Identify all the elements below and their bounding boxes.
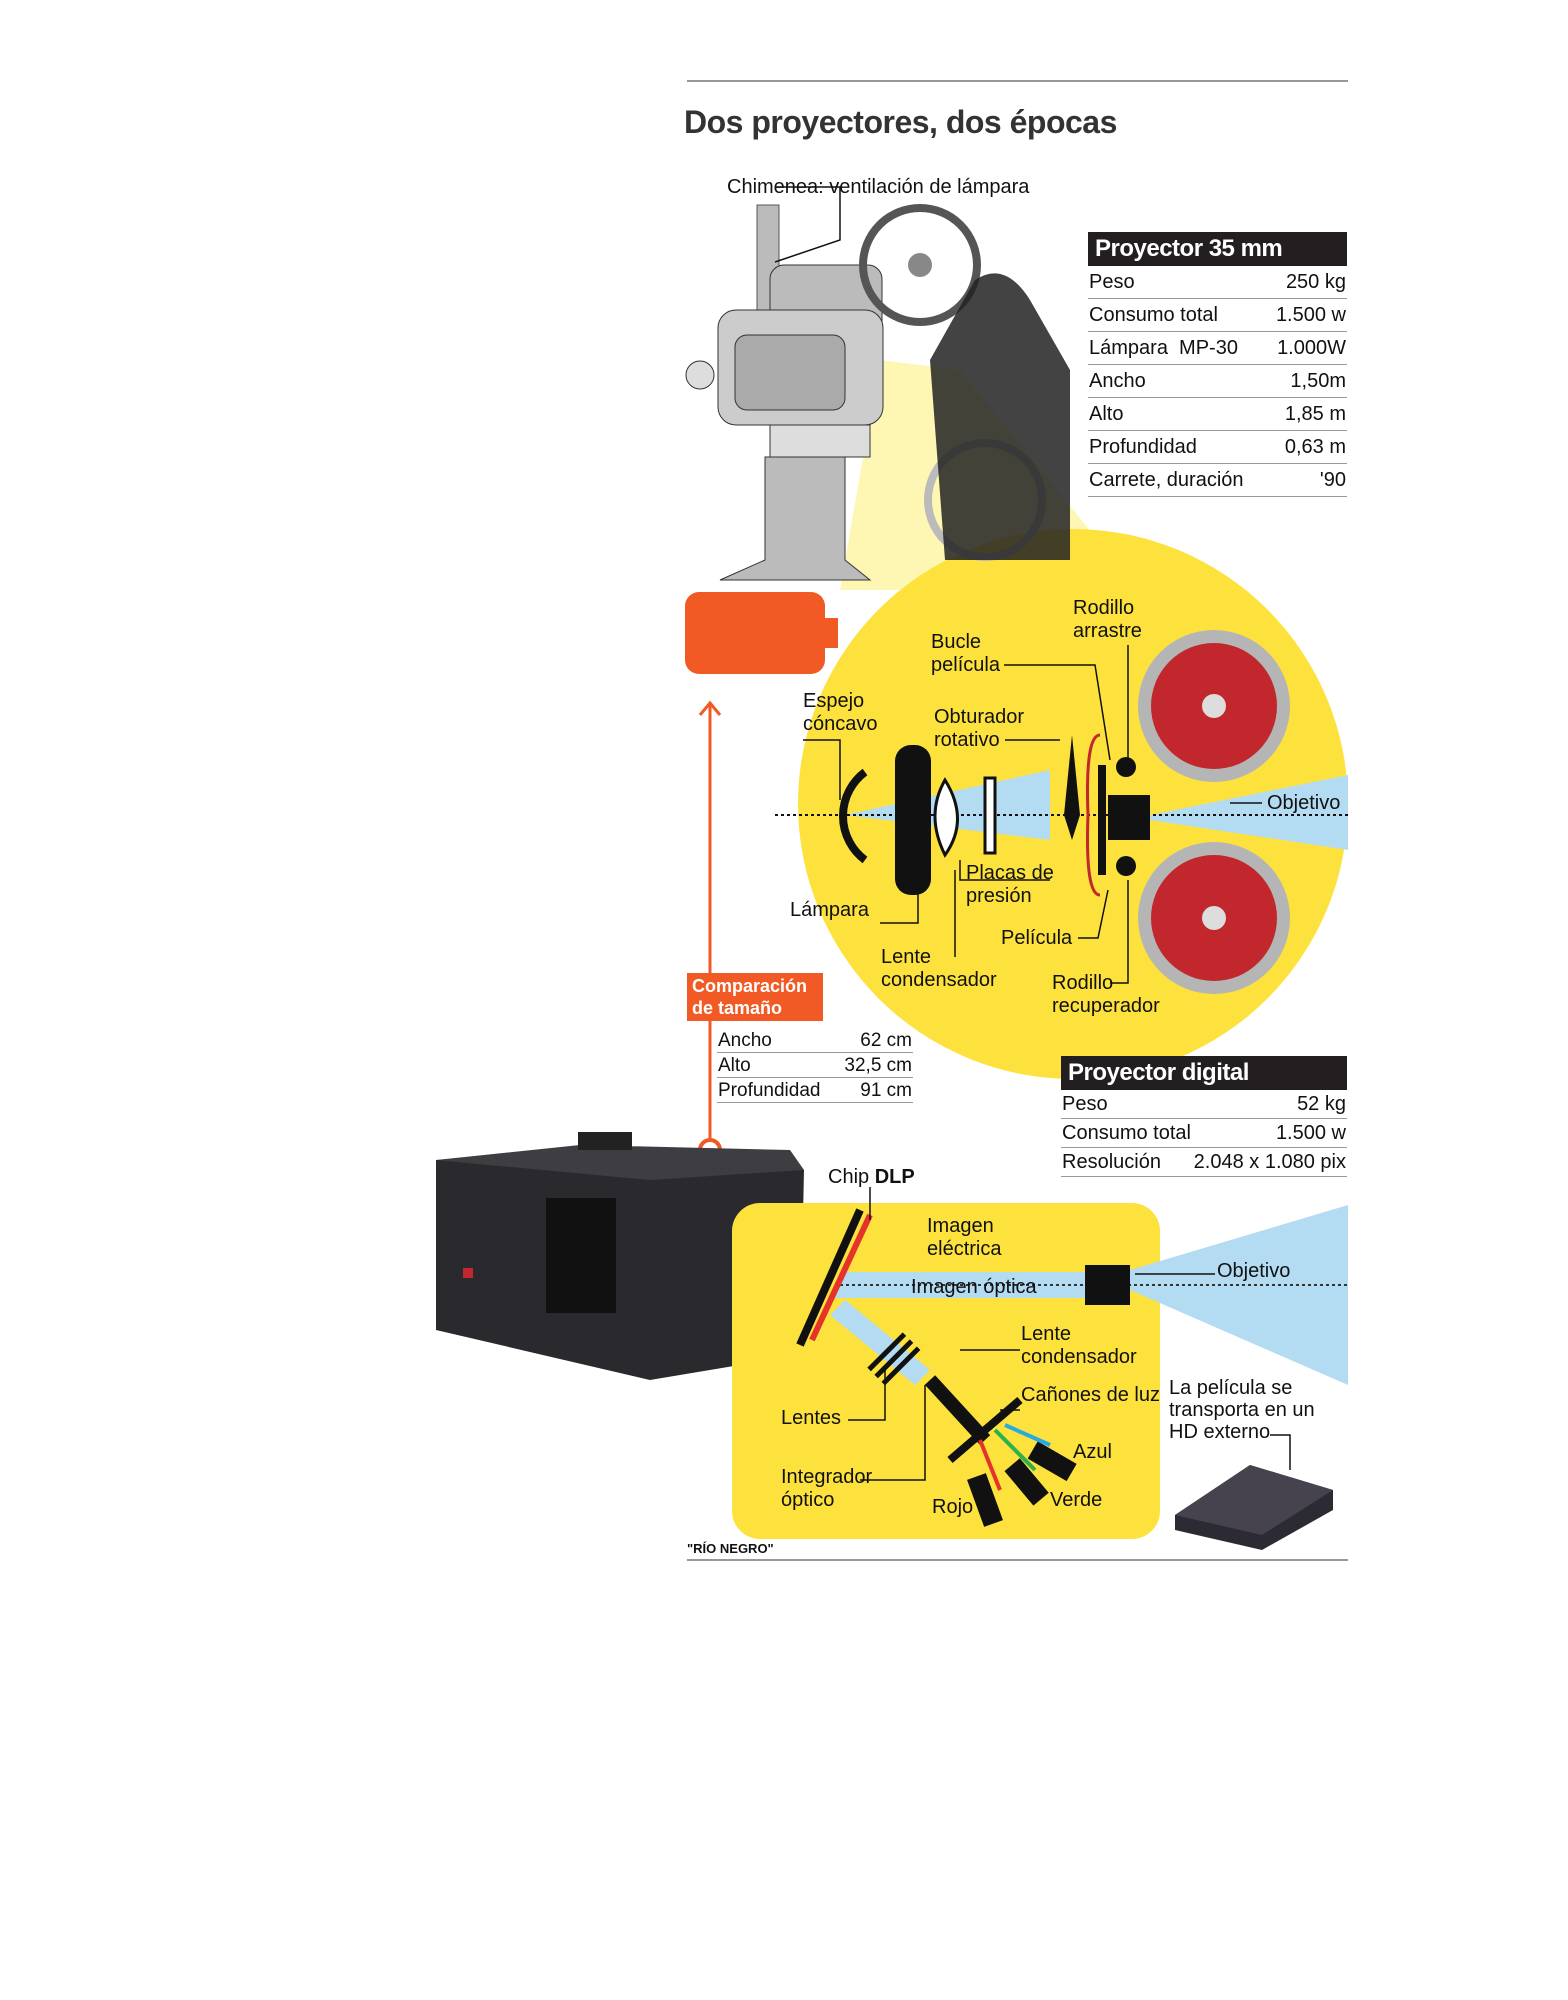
digital-lens: [1085, 1265, 1130, 1305]
spec-row: Carrete, duración '90: [1088, 464, 1347, 497]
label-rodillo-arrastre: Rodillo arrastre: [1073, 597, 1142, 642]
spec-row: Consumo total 1.500 w: [1088, 299, 1347, 332]
spec-label: Ancho: [718, 1030, 772, 1051]
spec-value: 2.048 x 1.080 pix: [1193, 1151, 1346, 1173]
lower-reel: [1138, 842, 1290, 994]
spec-row: Resolución 2.048 x 1.080 pix: [1061, 1148, 1347, 1177]
spec-label: Profundidad: [1089, 436, 1197, 458]
spec-label: Peso: [1089, 271, 1135, 293]
spec-label: Alto: [1089, 403, 1124, 425]
spec-value: 62 cm: [860, 1030, 912, 1051]
spec-value: 52 kg: [1297, 1093, 1346, 1115]
spec-row: Lámpara MP-30 1.000W: [1088, 332, 1347, 365]
spec-value: 32,5 cm: [844, 1055, 912, 1076]
spec-label: Peso: [1062, 1093, 1108, 1115]
label-placas: Placas de presión: [966, 862, 1054, 907]
spec-row: Ancho 1,50m: [1088, 365, 1347, 398]
label-lente-condensador: Lente condensador: [881, 946, 997, 991]
spec-value: 1.000W: [1277, 337, 1346, 359]
spec-label: Carrete, duración: [1089, 469, 1244, 491]
digital-projector-specs: Proyector digital Peso 52 kg Consumo tota…: [1061, 1056, 1347, 1177]
label-espejo: Espejo cóncavo: [803, 690, 878, 735]
spec-value: 91 cm: [860, 1080, 912, 1101]
spec-label: Consumo total: [1062, 1122, 1191, 1144]
label-objetivo: Objetivo: [1267, 792, 1341, 814]
concave-mirror: [839, 768, 868, 864]
chimney-label: Chimenea: ventilación de lámpara: [727, 176, 1030, 198]
label-chip-dlp: Chip DLP: [828, 1166, 915, 1189]
label-objetivo-digital: Objetivo: [1217, 1260, 1291, 1282]
spec-label: Alto: [718, 1055, 751, 1076]
spec-value: 1.500 w: [1275, 1122, 1346, 1144]
spec-row: Alto 1,85 m: [1088, 398, 1347, 431]
spec-value: 1,85 m: [1284, 403, 1346, 425]
label-obturador: Obturador rotativo: [934, 706, 1025, 751]
spec-row: Peso 250 kg: [1088, 266, 1347, 299]
spec-row: Ancho 62 cm: [717, 1028, 913, 1053]
label-verde: Verde: [1050, 1489, 1103, 1511]
chip-text: Chip: [828, 1166, 870, 1188]
film-projector-specs: Proyector 35 mm Peso 250 kg Consumo total…: [1088, 232, 1347, 497]
spec-value: 250 kg: [1285, 271, 1346, 293]
table-title: Proyector digital: [1061, 1056, 1347, 1090]
label-imagen-electrica: Imagen eléctrica: [927, 1215, 1002, 1260]
spec-label: Resolución: [1062, 1151, 1161, 1173]
spec-label: Ancho: [1089, 370, 1146, 392]
label-pelicula: Película: [1001, 927, 1073, 949]
upper-reel: [1138, 630, 1290, 782]
label-integrador: Integrador óptico: [781, 1466, 873, 1511]
label-lampara: Lámpara: [790, 899, 869, 921]
dlp-chip: [796, 1208, 864, 1347]
label-lentes: Lentes: [781, 1407, 842, 1429]
spec-value: 1,50m: [1290, 370, 1346, 392]
table-title: Proyector 35 mm: [1088, 232, 1347, 266]
lens: [1108, 795, 1150, 840]
lamp-icon: [895, 745, 931, 895]
spec-row: Profundidad 0,63 m: [1088, 431, 1347, 464]
spec-row: Consumo total 1.500 w: [1061, 1119, 1347, 1148]
label-canones: Cañones de luz: [1021, 1384, 1160, 1406]
label-azul: Azul: [1073, 1441, 1112, 1463]
label-bucle: Bucle película: [931, 631, 1000, 676]
spec-value: 0,63 m: [1284, 436, 1346, 458]
label-hd-externo: La película se transporta en un HD exter…: [1169, 1377, 1315, 1443]
spec-value: 1.500 w: [1275, 304, 1346, 326]
shutter: [1064, 735, 1080, 840]
label-lente-condensador-digital: Lente condensador: [1021, 1323, 1137, 1368]
spec-label: Consumo total: [1089, 304, 1218, 326]
page-title: Dos proyectores, dos épocas: [684, 104, 1117, 140]
motor-icon: [685, 592, 825, 674]
label-rodillo-recuperador: Rodillo recuperador: [1052, 972, 1160, 1017]
external-hd-icon: [1175, 1465, 1333, 1550]
spec-row: Alto 32,5 cm: [717, 1053, 913, 1078]
source-credit: "RÍO NEGRO": [687, 1541, 774, 1556]
film-projector-illustration: [685, 204, 1070, 581]
dlp-text: DLP: [874, 1166, 915, 1188]
spec-label: Profundidad: [718, 1080, 821, 1101]
spec-value: '90: [1319, 469, 1346, 491]
spec-row: Peso 52 kg: [1061, 1090, 1347, 1119]
label-imagen-optica: Imagen óptica: [911, 1276, 1037, 1298]
label-rojo: Rojo: [932, 1496, 974, 1518]
size-comparison-title: Comparación de tamaño: [687, 973, 823, 1021]
spec-label: Lámpara MP-30: [1089, 337, 1238, 359]
spec-row: Profundidad 91 cm: [717, 1078, 913, 1103]
size-comparison-table: Ancho 62 cm Alto 32,5 cm Profundidad 91 cm: [717, 1028, 913, 1103]
